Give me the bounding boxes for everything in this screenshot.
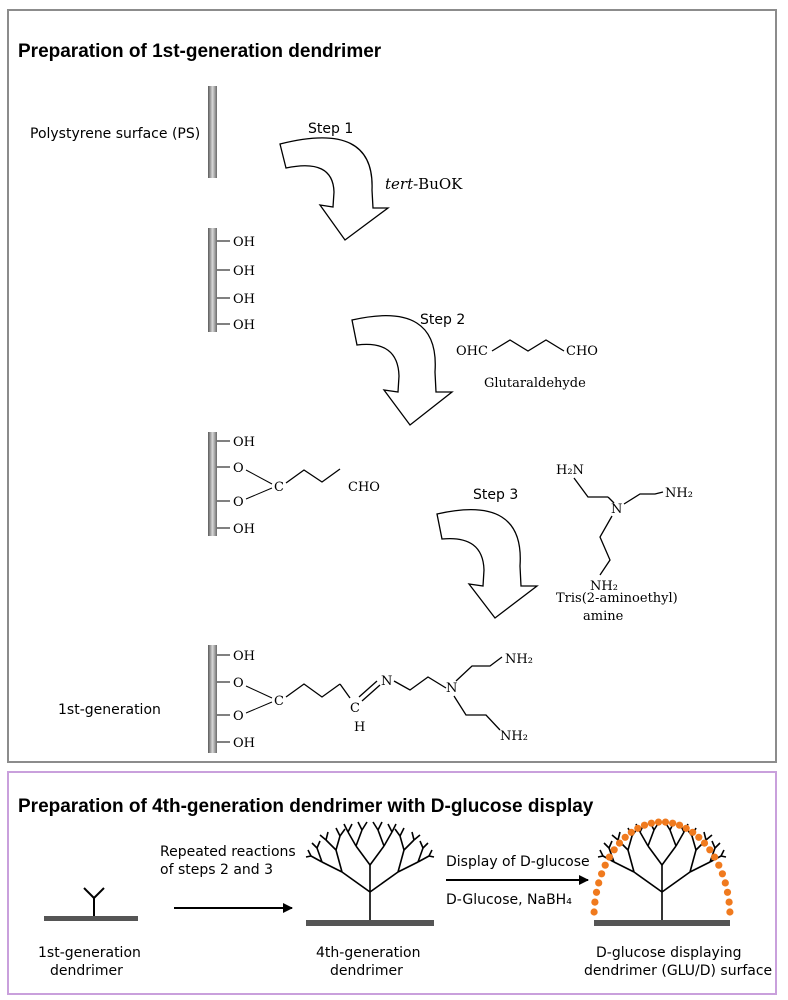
hydroxyl-groups: OH OH OH OH	[217, 235, 255, 333]
glucose-dot	[675, 821, 684, 829]
glucose-dots	[590, 818, 734, 916]
svg-text:OH: OH	[233, 522, 255, 537]
svg-text:C: C	[274, 694, 284, 709]
svg-text:N: N	[446, 681, 457, 696]
glucose-dot	[661, 818, 670, 826]
svg-text:CHO: CHO	[348, 480, 380, 495]
glutaraldehyde-structure: OHC CHO Glutaraldehyde	[456, 339, 598, 391]
glucose-dot	[669, 819, 677, 827]
gen1-surface	[208, 645, 217, 753]
svg-text:OH: OH	[233, 435, 255, 450]
svg-text:OH: OH	[233, 736, 255, 751]
acetal-surface	[208, 432, 217, 536]
ps-surface	[208, 86, 217, 178]
gen1-dendrimer-label-line1: 1st-generation	[38, 945, 141, 961]
step2-curved-arrow	[351, 315, 454, 426]
svg-text:Tris(2-aminoethyl): Tris(2-aminoethyl)	[556, 591, 678, 606]
gen4-dendrimer-label-line2: dendrimer	[330, 963, 403, 979]
glucose-dot	[634, 824, 642, 832]
tris-aminoethyl-amine-structure: H₂N N NH₂ NH₂ Tris(2-aminoethyl) amine	[556, 463, 693, 624]
glucose-dot	[718, 870, 727, 878]
glucose-dot	[725, 898, 733, 906]
step1-curved-arrow	[279, 137, 390, 241]
svg-text:O: O	[233, 676, 244, 691]
glucose-dot	[605, 853, 614, 861]
gen1-dendrimer-icon	[44, 887, 138, 921]
glucose-dot	[711, 853, 719, 861]
step1-label: Step 1	[308, 121, 353, 137]
glucose-dot	[689, 828, 697, 836]
glucose-dot	[654, 818, 663, 826]
step3-label: Step 3	[473, 487, 518, 503]
glucose-dot	[595, 879, 603, 887]
svg-text:OH: OH	[233, 292, 255, 307]
arrow1-label-line1: Repeated reactions	[160, 844, 296, 860]
panel2-frame	[7, 771, 777, 995]
svg-text:H: H	[354, 720, 365, 735]
arrow2-label-bottom: D-Glucose, NaBH₄	[446, 892, 572, 908]
step1-reagent: tert-BuOK	[385, 175, 463, 193]
glucose-dot	[715, 861, 723, 869]
panel1-frame	[7, 9, 777, 763]
glucose-dot	[610, 846, 618, 854]
svg-text:NH₂: NH₂	[505, 652, 533, 667]
svg-text:C: C	[350, 701, 360, 716]
acetal-structure: OH O O OH C CHO	[217, 435, 380, 537]
svg-text:H₂N: H₂N	[556, 463, 584, 478]
glucose-dot	[598, 870, 606, 878]
panel2-title: Preparation of 4th-generation dendrimer …	[18, 796, 594, 817]
glucose-dot	[615, 839, 624, 847]
glucose-dot	[592, 888, 601, 896]
glucose-dot	[640, 821, 649, 829]
glucose-dot	[590, 908, 598, 916]
gen1-structure: OH O O OH C C H N N NH₂ NH₂	[217, 649, 533, 751]
svg-text:OH: OH	[233, 264, 255, 279]
glucose-dot	[627, 828, 635, 836]
glu-d-label-line1: D-glucose displaying	[596, 945, 741, 961]
glu-d-label-line2: dendrimer (GLU/D) surface	[584, 963, 772, 979]
svg-text:C: C	[274, 480, 284, 495]
svg-text:O: O	[233, 495, 244, 510]
glucose-dot	[591, 898, 599, 906]
svg-text:OH: OH	[233, 649, 255, 664]
svg-text:OHC: OHC	[456, 344, 488, 359]
glucose-dot	[621, 833, 629, 841]
glucose-dot	[723, 888, 732, 896]
gen1-dendrimer-label-line2: dendrimer	[50, 963, 123, 979]
step2-label: Step 2	[420, 312, 465, 328]
glucose-dot	[601, 861, 609, 869]
step3-curved-arrow	[436, 509, 539, 619]
svg-text:OH: OH	[233, 318, 255, 333]
panel1-title: Preparation of 1st-generation dendrimer	[18, 41, 382, 62]
gen4-dendrimer-icon	[305, 821, 435, 926]
arrow1-label-line2: of steps 2 and 3	[160, 862, 273, 878]
glucose-dot	[695, 833, 703, 841]
glucose-dot	[647, 819, 656, 827]
svg-text:NH₂: NH₂	[665, 486, 693, 501]
glu-d-dendrimer-icon	[594, 821, 730, 926]
svg-text:NH₂: NH₂	[590, 579, 618, 594]
svg-text:O: O	[233, 461, 244, 476]
svg-text:CHO: CHO	[566, 344, 598, 359]
arrow2-label-top: Display of D-glucose	[446, 854, 590, 870]
oh-surface	[208, 228, 217, 332]
svg-text:O: O	[233, 709, 244, 724]
svg-text:NH₂: NH₂	[500, 729, 528, 744]
svg-text:amine: amine	[583, 609, 624, 624]
svg-text:N: N	[381, 674, 392, 689]
gen4-dendrimer-label-line1: 4th-generation	[316, 945, 420, 961]
glucose-dot	[700, 839, 709, 847]
glucose-dot	[726, 908, 734, 916]
svg-text:N: N	[611, 502, 622, 517]
svg-text:OH: OH	[233, 235, 255, 250]
glucose-dot	[682, 824, 690, 832]
svg-text:Glutaraldehyde: Glutaraldehyde	[484, 376, 586, 391]
gen1-label: 1st-generation	[58, 702, 161, 718]
glucose-dot	[706, 846, 714, 854]
ps-label: Polystyrene surface (PS)	[30, 126, 200, 142]
glucose-dot	[721, 879, 729, 887]
